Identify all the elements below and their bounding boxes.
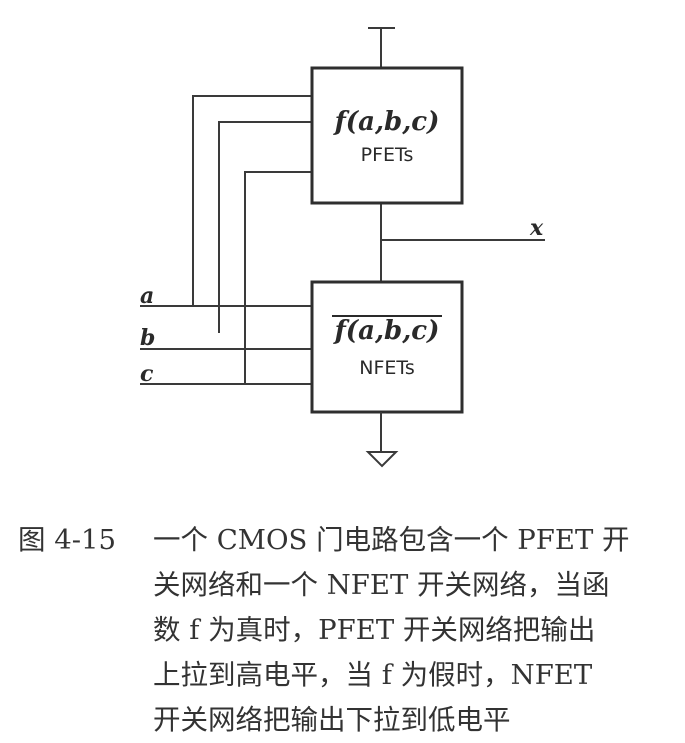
figure-label: 图 4-15 bbox=[18, 524, 117, 556]
caption-line: 一个 CMOS 门电路包含一个 PFET 开 bbox=[153, 524, 630, 556]
caption-line: 数 f 为真时，PFET 开关网络把输出 bbox=[153, 614, 596, 646]
ground-icon bbox=[365, 451, 399, 468]
pfet-network-label: PFETs bbox=[361, 144, 414, 166]
pfet-function-label: f(a,b,c) bbox=[333, 107, 440, 137]
input-a-label: a bbox=[140, 283, 154, 309]
input-b-bus bbox=[218, 121, 312, 333]
input-a-bus bbox=[192, 95, 312, 306]
input-b-label: b bbox=[140, 325, 155, 351]
nfet-network-box bbox=[310, 280, 464, 414]
cmos-gate-diagram: f(a,b,c) PFETs f(a,b,c) NFETs a b c x bbox=[140, 27, 545, 468]
caption-line: 开关网络把输出下拉到低电平 bbox=[153, 704, 511, 736]
nfet-network-label: NFETs bbox=[359, 357, 415, 379]
input-c-bus bbox=[244, 171, 312, 384]
caption-line: 上拉到高电平，当 f 为假时，NFET bbox=[153, 659, 593, 691]
pfet-network-box bbox=[310, 66, 464, 205]
caption-line: 关网络和一个 NFET 开关网络，当函 bbox=[153, 569, 610, 601]
nfet-function-label: f(a,b,c) bbox=[333, 316, 440, 346]
caption-text: 一个 CMOS 门电路包含一个 PFET 开 关网络和一个 NFET 开关网络，… bbox=[153, 518, 683, 743]
output-x-label: x bbox=[529, 215, 544, 241]
input-c-label: c bbox=[140, 361, 154, 387]
